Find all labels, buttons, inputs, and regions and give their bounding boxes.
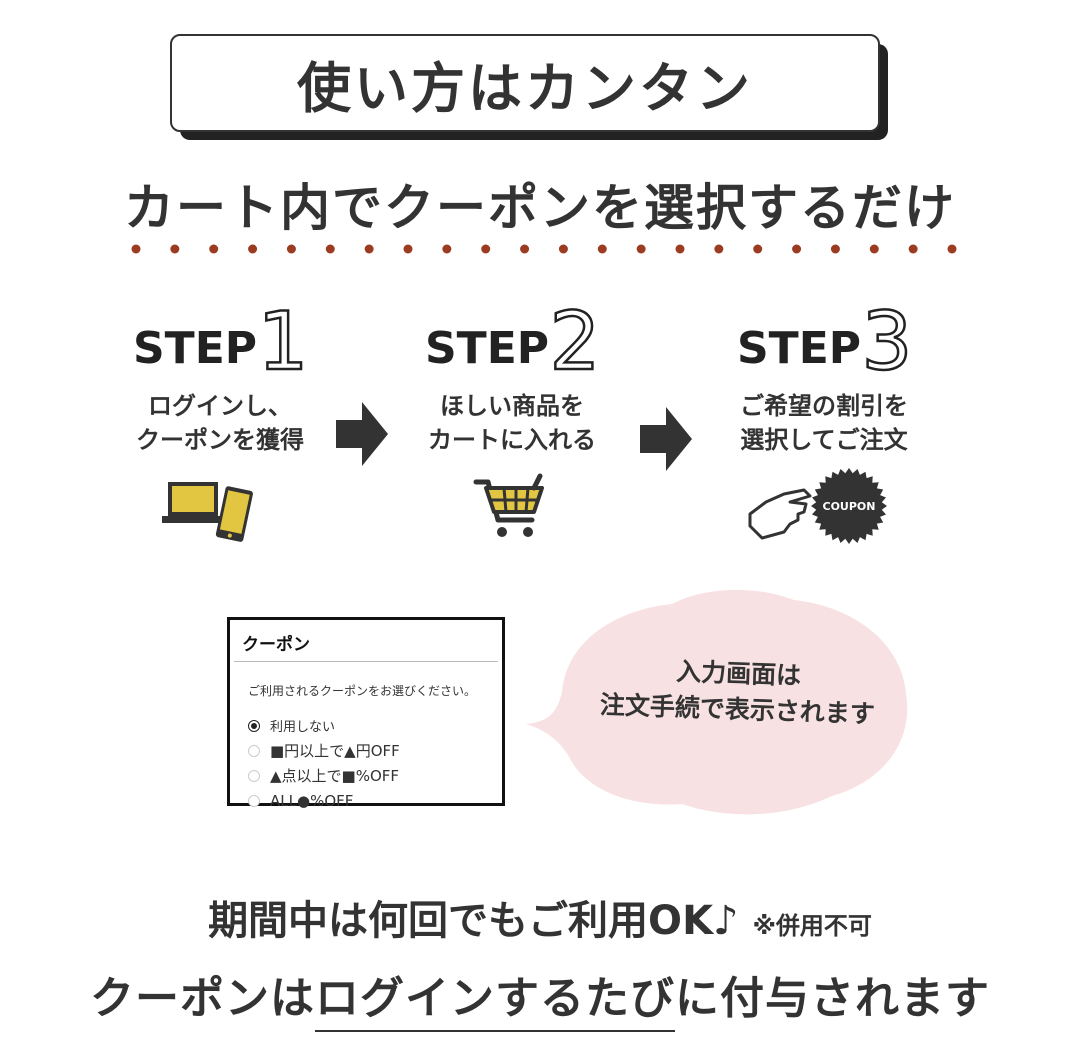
coupon-option[interactable]: ALL●%OFF: [248, 788, 502, 813]
step-1-word: STEP: [132, 323, 257, 374]
divider-dot: [714, 244, 724, 254]
divider-dot: [830, 244, 840, 254]
step-3-word: STEP: [736, 323, 861, 374]
radio-unselected[interactable]: [248, 769, 260, 782]
coupon-option[interactable]: ■円以上で▲円OFF: [248, 738, 502, 763]
svg-text:3: 3: [863, 301, 911, 375]
svg-text:1: 1: [259, 301, 307, 375]
step-2-number: 2: [551, 301, 599, 375]
step-1-line1: ログインし、: [148, 392, 292, 420]
footer-underlined: ログインするたび: [315, 973, 675, 1032]
dotted-divider: [131, 244, 957, 254]
radio-unselected[interactable]: [248, 744, 260, 757]
coupon-panel: クーポン ご利用されるクーポンをお選びください。 利用しない ■円以上で▲円OF…: [227, 617, 505, 810]
divider-dot: [170, 244, 180, 254]
divider-dot: [792, 244, 802, 254]
coupon-panel-intro: ご利用されるクーポンをお選びください。: [248, 684, 477, 698]
step-1-line2: クーポンを獲得: [136, 426, 304, 454]
divider-dot: [869, 244, 879, 254]
shopping-cart-icon: [473, 473, 544, 537]
arrow-right-icon: [336, 402, 388, 466]
divider-dot: [481, 244, 491, 254]
divider-dot: [947, 244, 957, 254]
coupon-option[interactable]: ▲点以上で■%OFF: [248, 763, 502, 788]
speech-bubble: [526, 589, 908, 815]
step-1-number: 1: [259, 301, 307, 375]
divider-dot: [908, 244, 918, 254]
bubble-text: 入力画面は 注文手続で表示されます: [599, 656, 876, 729]
coupon-options: 利用しない ■円以上で▲円OFF ▲点以上で■%OFF ALL●%OFF: [248, 713, 502, 813]
footer-prefix: クーポンは: [90, 973, 315, 1024]
radio-selected[interactable]: [248, 719, 260, 732]
divider-dot: [286, 244, 296, 254]
divider-dot: [248, 244, 258, 254]
laptop-phone-icon: [162, 482, 253, 542]
page-title: 使い方はカンタン: [170, 34, 880, 132]
divider-dot: [442, 244, 452, 254]
divider-dot: [520, 244, 530, 254]
step-3: STEP 3 ご希望の割引を 選択してご注文: [704, 295, 944, 457]
subtitle: カート内でクーポンを選択するだけ: [124, 179, 956, 237]
divider-dot: [675, 244, 685, 254]
divider-dot: [364, 244, 374, 254]
step-3-number: 3: [863, 301, 911, 375]
divider-dot: [597, 244, 607, 254]
step-1: STEP 1 ログインし、 クーポンを獲得: [100, 295, 340, 457]
divider-dot: [131, 244, 141, 254]
coupon-badge-label: COUPON: [823, 500, 876, 513]
footer-suffix: に付与されます: [675, 973, 990, 1024]
footer-line-2: クーポンはログインするたびに付与されます: [0, 962, 1080, 1032]
step-2-line2: カートに入れる: [428, 426, 596, 454]
divider-dot: [558, 244, 568, 254]
arrow-right-icon: [640, 407, 692, 471]
pointing-hand-coupon-icon: COUPON: [748, 468, 887, 544]
divider-dot: [325, 244, 335, 254]
coupon-panel-title: クーポン: [234, 620, 498, 662]
coupon-option[interactable]: 利用しない: [248, 713, 502, 738]
divider-dot: [403, 244, 413, 254]
step-2-word: STEP: [424, 323, 549, 374]
footer-note: ※併用不可: [752, 912, 872, 940]
step-3-line1: ご希望の割引を: [740, 392, 908, 420]
step-3-line2: 選択してご注文: [740, 426, 908, 454]
footer-main: 期間中は何回でもご利用OK♪: [208, 898, 739, 944]
radio-unselected[interactable]: [248, 794, 260, 807]
step-2-line1: ほしい商品を: [440, 392, 584, 420]
step-2: STEP 2 ほしい商品を カートに入れる: [392, 295, 632, 457]
svg-text:2: 2: [551, 301, 599, 375]
divider-dot: [636, 244, 646, 254]
divider-dot: [209, 244, 219, 254]
divider-dot: [753, 244, 763, 254]
footer-line-1: 期間中は何回でもご利用OK♪ ※併用不可: [0, 888, 1080, 946]
